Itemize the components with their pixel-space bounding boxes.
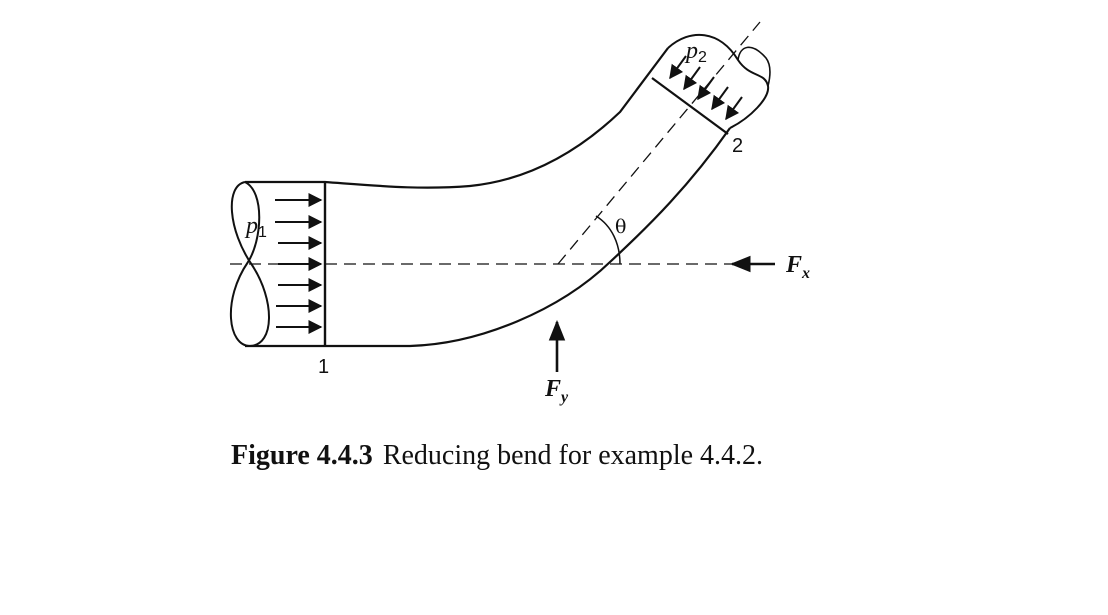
pressure-arrow: [683, 66, 701, 91]
pressure-arrow: [697, 76, 715, 101]
inlet-open-end: [229, 181, 270, 348]
outlet-pressure-arrows: [669, 55, 743, 121]
p1-label: p1: [244, 213, 267, 241]
inclined-centerline: [557, 21, 761, 265]
pipe-lower-wall: [245, 127, 731, 348]
figure-caption-text: Reducing bend for example 4.4.2.: [382, 440, 764, 471]
pipe-upper-wall: [245, 47, 669, 189]
inlet-pressure-arrows: [275, 193, 323, 334]
pressure-arrow: [725, 96, 743, 121]
fx-label: Fx: [785, 252, 810, 282]
fy-label: Fy: [544, 376, 569, 406]
section-2-line: [651, 77, 729, 135]
section-1-label: 1: [318, 356, 329, 378]
p2-label: p2: [684, 38, 707, 66]
outlet-open-end-back: [737, 46, 771, 87]
figure-caption: Figure 4.4.3 Reducing bend for example 4.…: [231, 440, 763, 472]
theta-label: θ: [615, 216, 626, 238]
theta-angle-arc: [595, 215, 621, 265]
outlet-open-end: [667, 33, 770, 129]
figure-number: Figure 4.4.3: [231, 440, 373, 471]
pressure-arrow: [711, 86, 729, 111]
pressure-arrow: [669, 55, 687, 80]
section-2-label: 2: [732, 135, 743, 157]
